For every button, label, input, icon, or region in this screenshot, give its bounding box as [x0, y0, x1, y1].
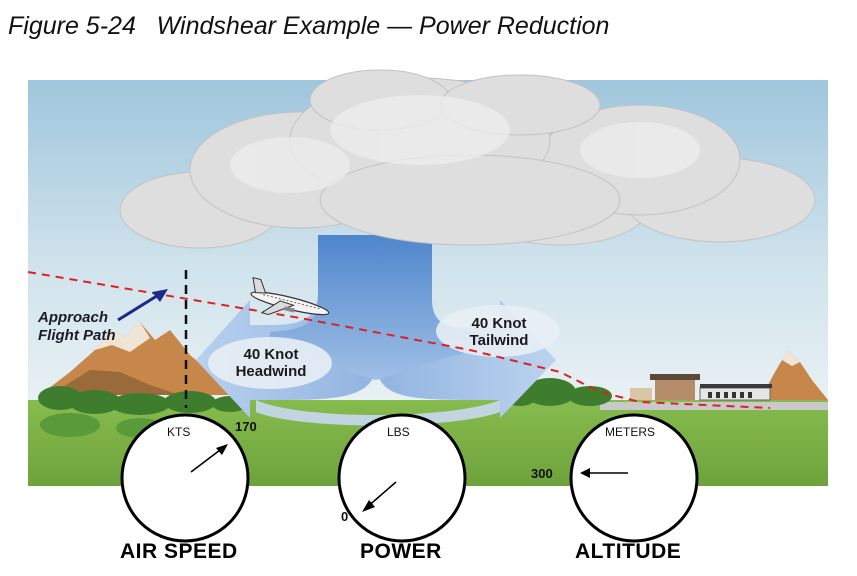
approach-label-line1: Approach	[38, 309, 109, 326]
right-trees	[504, 378, 612, 406]
airspeed-gauge	[120, 413, 250, 543]
approach-label-line2: Flight Path	[38, 327, 116, 344]
altitude-value: 300	[531, 466, 553, 481]
altitude-unit: METERS	[605, 425, 656, 439]
airspeed-value: 170	[235, 419, 257, 434]
power-unit: LBS	[387, 425, 410, 439]
tailwind-oval	[436, 305, 560, 357]
altitude-gauge	[569, 413, 699, 543]
headwind-label: 40 Knot Headwind	[215, 346, 327, 380]
airspeed-title: AIR SPEED	[120, 540, 238, 563]
airport-buildings	[630, 374, 772, 401]
power-value: 0	[341, 509, 349, 524]
airspeed-unit: KTS	[167, 425, 191, 439]
left-mountains	[40, 322, 230, 395]
headwind-label-line2: Headwind	[235, 363, 307, 380]
left-trees	[38, 386, 248, 438]
figure-caption: Figure 5-24 Windshear Example — Power Re…	[8, 12, 610, 40]
airplane	[250, 276, 330, 316]
tailwind-label: 40 Knot Tailwind	[443, 315, 555, 349]
altitude-title: ALTITUDE	[575, 540, 682, 563]
right-mountain	[760, 350, 828, 400]
headwind-oval	[208, 337, 332, 389]
cloud-highlights	[230, 95, 700, 193]
approach-flight-path-label: Approach Flight Path	[38, 309, 116, 345]
power-gauge	[337, 413, 467, 543]
headwind-label-line1: 40 Knot	[243, 346, 299, 363]
approach-pointer-arrow	[117, 289, 168, 322]
tailwind-label-line1: 40 Knot	[471, 315, 527, 332]
power-title: POWER	[360, 540, 442, 563]
tailwind-label-line2: Tailwind	[469, 332, 529, 349]
